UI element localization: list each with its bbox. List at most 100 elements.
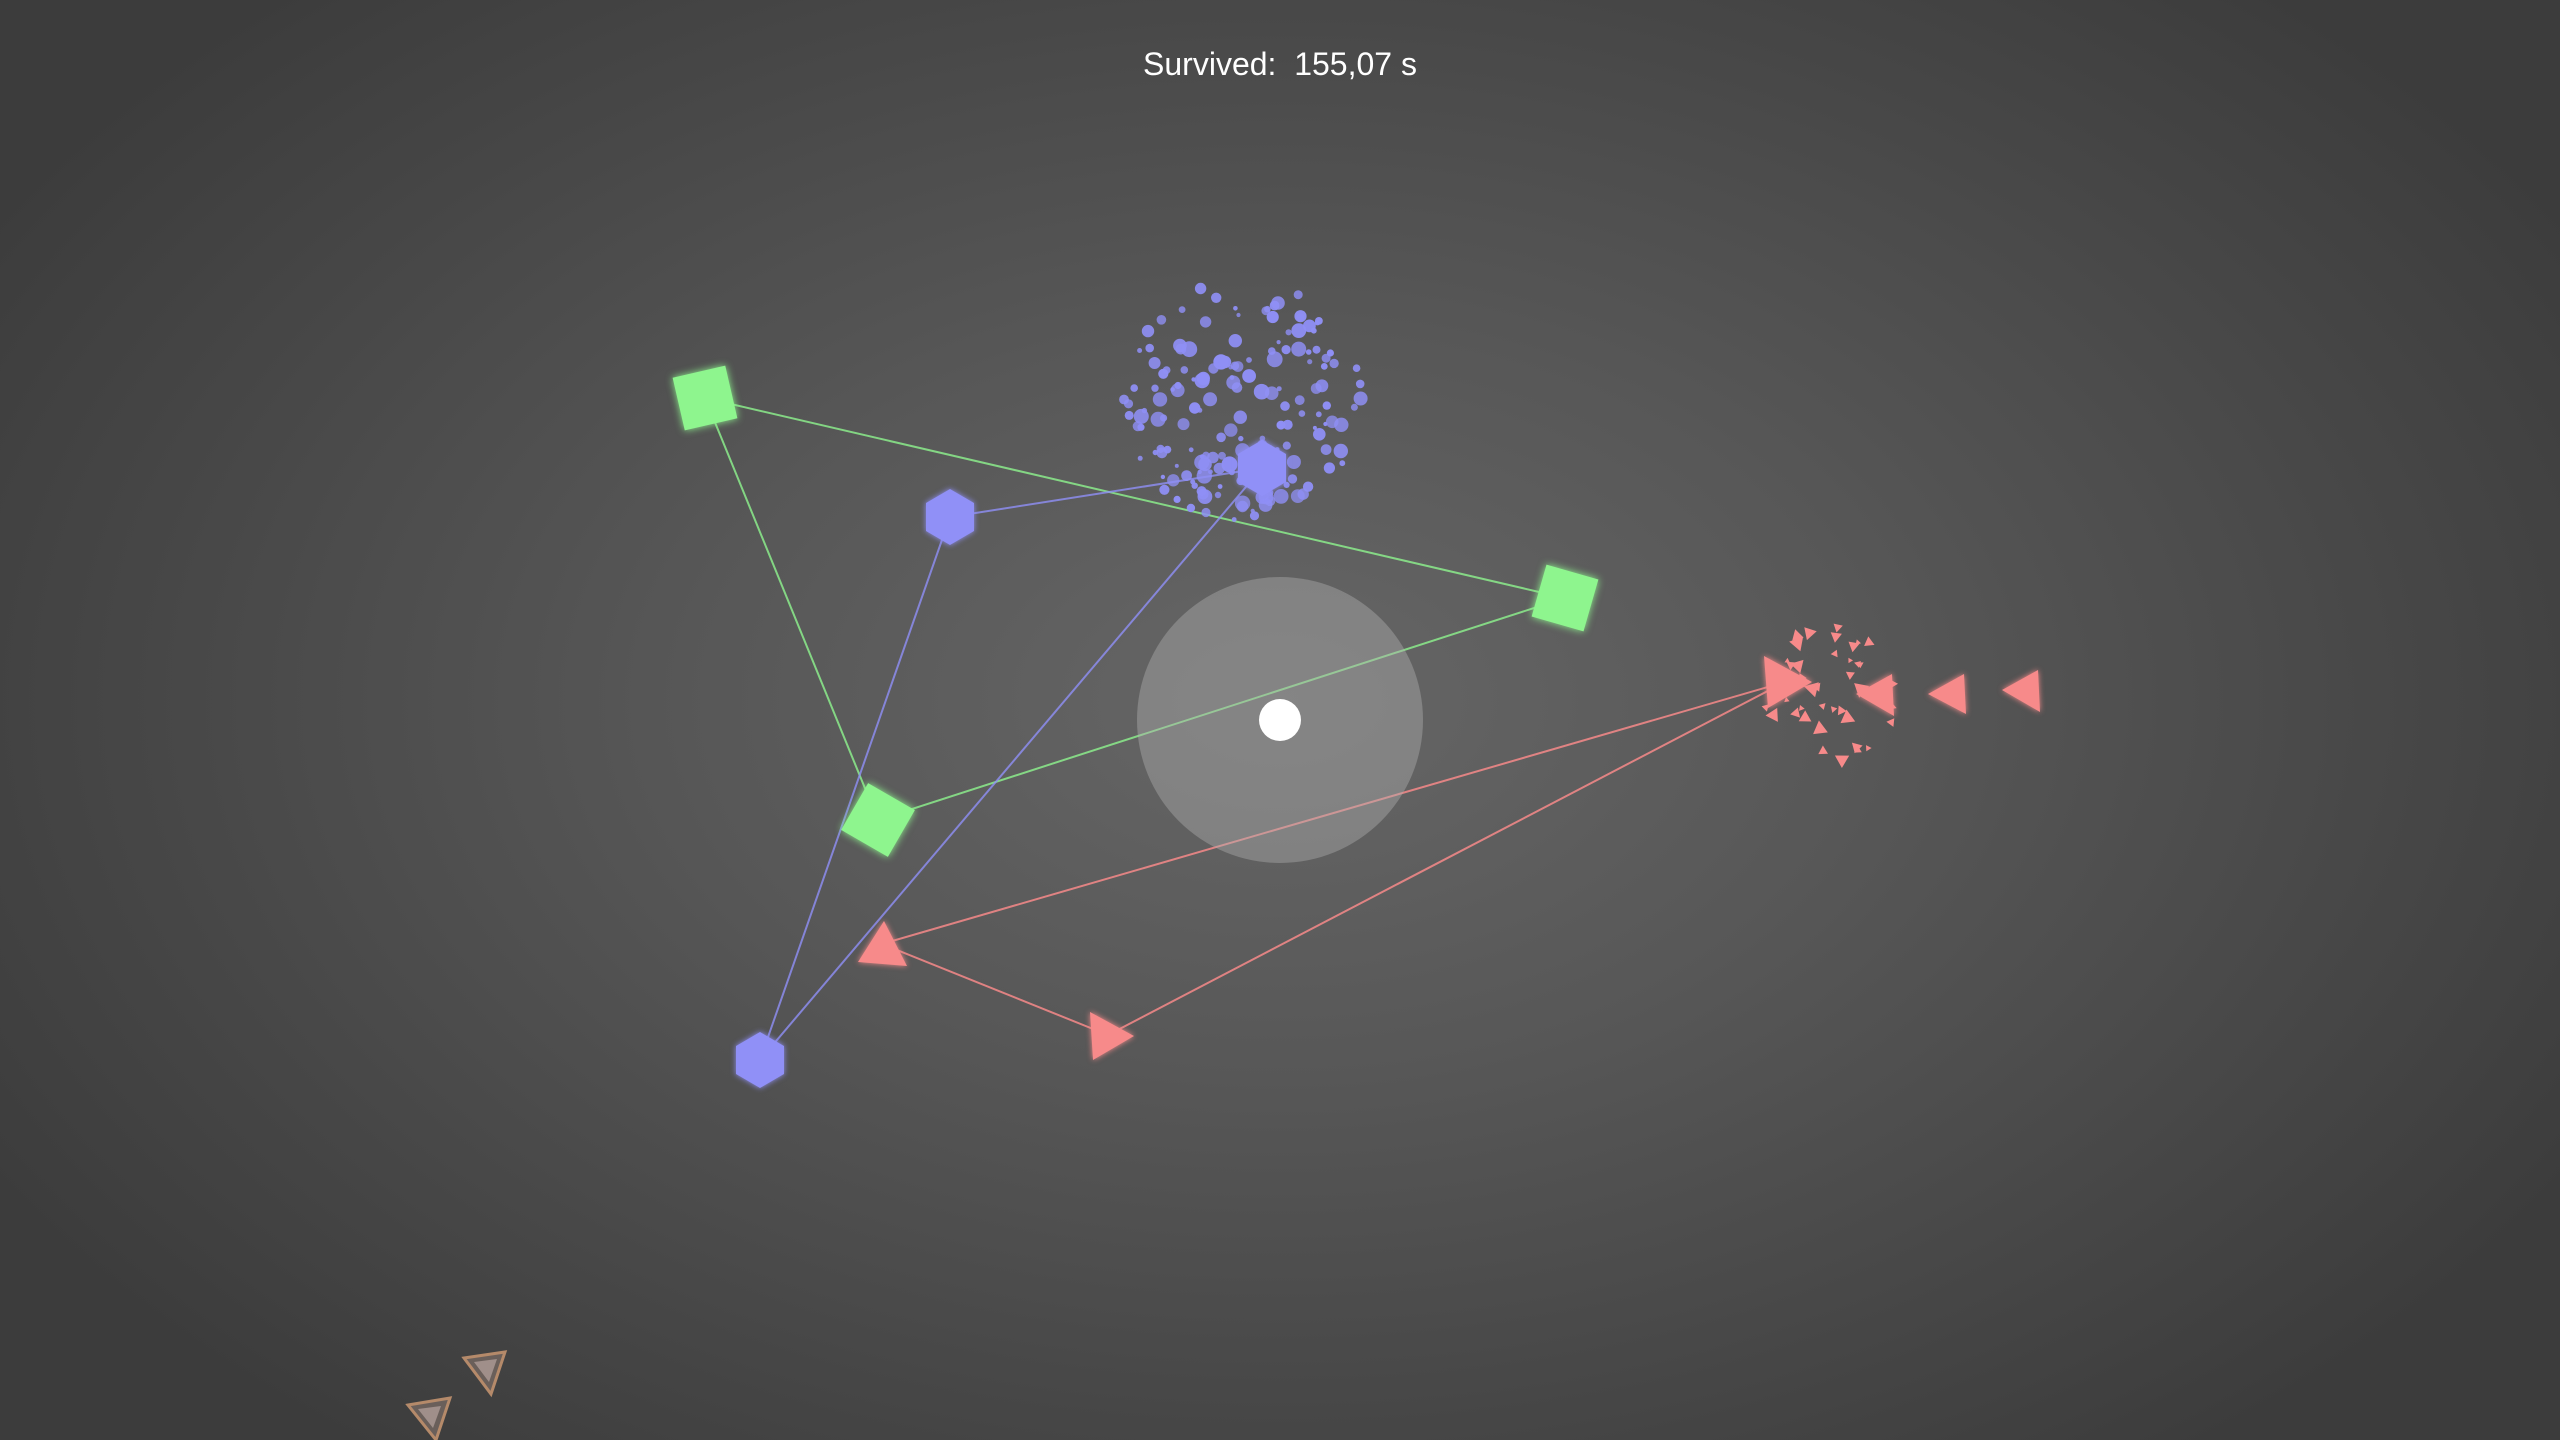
particle bbox=[1188, 447, 1194, 453]
particle bbox=[1170, 387, 1175, 392]
particle bbox=[1236, 312, 1241, 318]
particle bbox=[1233, 306, 1238, 311]
particle bbox=[1353, 391, 1368, 406]
particle bbox=[1233, 410, 1248, 424]
particle bbox=[1178, 306, 1186, 313]
particle bbox=[1214, 491, 1222, 499]
particle bbox=[1269, 300, 1280, 311]
particle bbox=[1208, 363, 1219, 374]
particle bbox=[1148, 357, 1161, 369]
triangle-enemy bbox=[1090, 1012, 1134, 1060]
square-enemies bbox=[672, 365, 1599, 857]
particle bbox=[1322, 401, 1332, 410]
particle bbox=[1818, 745, 1828, 755]
triangle-enemy bbox=[1764, 656, 1812, 708]
triangle-links bbox=[881, 681, 1786, 1036]
particle bbox=[1283, 481, 1290, 488]
particle bbox=[1333, 443, 1349, 459]
triangle-enemies bbox=[858, 656, 2040, 1060]
particle bbox=[1792, 629, 1804, 641]
particle bbox=[1329, 358, 1339, 369]
particle bbox=[1177, 418, 1190, 431]
hexagon-enemy bbox=[926, 489, 974, 545]
particle bbox=[1303, 319, 1316, 333]
particle bbox=[1281, 345, 1291, 355]
particle bbox=[1813, 720, 1828, 735]
particle bbox=[1224, 423, 1238, 437]
particle bbox=[1312, 425, 1317, 430]
particle bbox=[1798, 710, 1812, 722]
particle bbox=[1294, 310, 1307, 323]
player-orb[interactable] bbox=[1259, 699, 1301, 741]
particle bbox=[1167, 474, 1180, 487]
particle bbox=[1197, 407, 1203, 413]
particle bbox=[1208, 469, 1213, 475]
particle bbox=[1799, 705, 1805, 711]
particle bbox=[1141, 407, 1148, 414]
particle bbox=[1261, 306, 1271, 316]
particle bbox=[1789, 636, 1804, 652]
particle bbox=[1266, 310, 1279, 324]
particle bbox=[1804, 627, 1817, 641]
particle bbox=[1286, 455, 1301, 469]
particle bbox=[1790, 707, 1800, 718]
particle bbox=[1191, 377, 1196, 382]
particle bbox=[1833, 623, 1843, 633]
particle bbox=[1150, 411, 1166, 427]
particle bbox=[1352, 364, 1361, 373]
particle bbox=[1314, 320, 1321, 326]
particle bbox=[1191, 482, 1198, 489]
particle bbox=[1216, 432, 1226, 443]
particle bbox=[1293, 290, 1303, 300]
particle bbox=[1320, 444, 1332, 455]
particle bbox=[1186, 503, 1196, 513]
hexagon-burst-particles bbox=[1119, 282, 1368, 522]
particle bbox=[1181, 470, 1192, 481]
particle bbox=[1194, 282, 1207, 295]
particle bbox=[1268, 347, 1276, 355]
particle bbox=[1174, 463, 1179, 468]
particle bbox=[1282, 441, 1291, 450]
particle bbox=[1890, 680, 1898, 688]
particle bbox=[1305, 349, 1312, 355]
survived-value: 155,07 s bbox=[1294, 46, 1417, 82]
particle bbox=[1866, 745, 1872, 752]
particle bbox=[1325, 415, 1339, 429]
particle bbox=[1228, 334, 1243, 348]
particle bbox=[1160, 474, 1166, 480]
square-enemy bbox=[672, 365, 738, 431]
offscreen-indicator bbox=[405, 1396, 453, 1440]
particle bbox=[1326, 349, 1334, 357]
particle bbox=[1307, 359, 1313, 365]
triangle-enemy bbox=[2002, 670, 2040, 712]
particle bbox=[1784, 697, 1790, 703]
particle bbox=[1137, 348, 1143, 353]
particle bbox=[1845, 671, 1855, 680]
particle bbox=[1837, 705, 1847, 716]
particle bbox=[1152, 392, 1168, 407]
particle bbox=[1355, 379, 1365, 389]
particle bbox=[1163, 445, 1172, 454]
particle bbox=[1141, 324, 1155, 338]
survived-timer: Survived: 155,07 s bbox=[0, 46, 2560, 83]
particle bbox=[1197, 469, 1202, 475]
particle bbox=[1158, 368, 1169, 379]
particle bbox=[1234, 495, 1251, 511]
particle bbox=[1229, 375, 1235, 380]
particle bbox=[1273, 489, 1289, 504]
particle bbox=[1218, 355, 1232, 369]
particle bbox=[1228, 364, 1233, 370]
particle bbox=[1313, 428, 1326, 441]
particle bbox=[1194, 373, 1210, 389]
particle bbox=[1790, 659, 1804, 674]
offscreen-indicator bbox=[461, 1350, 508, 1398]
particle bbox=[1323, 462, 1335, 474]
particle bbox=[1830, 649, 1838, 658]
particle bbox=[1864, 636, 1875, 646]
particle bbox=[1276, 386, 1282, 392]
particle bbox=[1851, 742, 1863, 754]
particle bbox=[1315, 379, 1329, 393]
particle bbox=[1221, 456, 1238, 473]
